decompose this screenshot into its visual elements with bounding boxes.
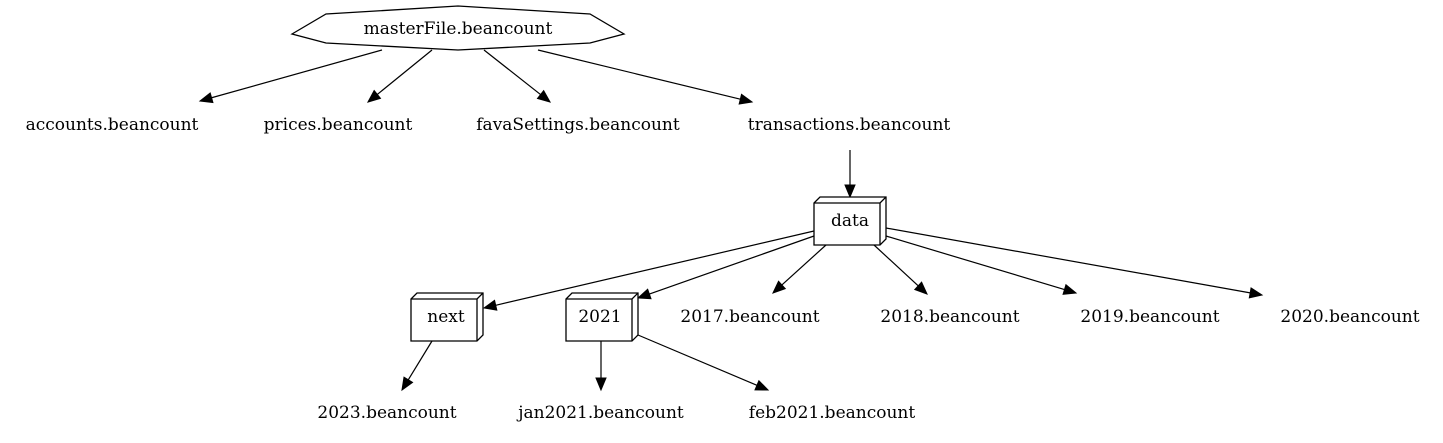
edge-data-to-next bbox=[495, 230, 815, 306]
node-2023: 2023.beancount bbox=[317, 403, 456, 423]
node-prices: prices.beancount bbox=[264, 115, 413, 135]
arrowhead-master-to-accounts bbox=[198, 92, 214, 104]
edge-data-to-y2017 bbox=[781, 244, 827, 286]
arrowhead-data-to-y2019 bbox=[1062, 283, 1078, 295]
master-label: masterFile.beancount bbox=[364, 19, 553, 39]
node-2017: 2017.beancount bbox=[680, 307, 819, 327]
node-data: data bbox=[813, 196, 887, 246]
data-box-shape bbox=[813, 196, 887, 246]
node-feb2021: feb2021.beancount bbox=[749, 403, 916, 423]
arrowhead-data-to-y2017 bbox=[772, 280, 787, 294]
arrowhead-data-to-y2020 bbox=[1248, 287, 1264, 299]
arrowhead-data-to-y2021 bbox=[636, 288, 652, 300]
arrowhead-y2021-to-feb2021 bbox=[754, 379, 770, 391]
arrowhead-next-to-y2023 bbox=[401, 376, 414, 392]
node-jan2021: jan2021.beancount bbox=[516, 403, 684, 423]
edge-data-to-y2018 bbox=[873, 244, 919, 287]
edge-master-to-prices bbox=[376, 49, 433, 95]
edge-master-to-fava bbox=[483, 49, 541, 96]
node-transactions: transactions.beancount bbox=[748, 115, 951, 135]
edge-master-to-accounts bbox=[211, 49, 383, 99]
node-2019: 2019.beancount bbox=[1080, 307, 1219, 327]
edge-y2021-to-feb2021 bbox=[637, 334, 758, 386]
arrowhead-master-to-transactions bbox=[738, 93, 754, 105]
node-2021: 2021 bbox=[565, 292, 639, 342]
arrowhead-master-to-prices bbox=[366, 89, 382, 103]
y2021-label: 2021 bbox=[578, 307, 621, 327]
node-next: next bbox=[410, 292, 484, 342]
next-box-shape bbox=[410, 292, 484, 342]
edge-data-to-y2021 bbox=[649, 235, 815, 295]
edge-data-to-y2020 bbox=[885, 227, 1251, 294]
arrowhead-y2021-to-jan2021 bbox=[595, 377, 607, 392]
node-2020: 2020.beancount bbox=[1280, 307, 1419, 327]
arrowhead-transactions-to-data bbox=[844, 184, 856, 199]
next-label: next bbox=[427, 307, 465, 327]
edge-master-to-transactions bbox=[537, 49, 741, 100]
node-master: masterFile.beancount bbox=[290, 5, 626, 51]
node-accounts: accounts.beancount bbox=[26, 115, 199, 135]
node-fava: favaSettings.beancount bbox=[476, 115, 680, 135]
master-octagon-shape bbox=[290, 5, 626, 51]
arrowhead-data-to-y2018 bbox=[913, 281, 928, 295]
arrowhead-data-to-next bbox=[482, 299, 498, 311]
node-2018: 2018.beancount bbox=[880, 307, 1019, 327]
edges bbox=[198, 49, 1264, 392]
data-label: data bbox=[831, 211, 869, 231]
arrowhead-master-to-fava bbox=[536, 89, 552, 103]
edge-data-to-y2019 bbox=[885, 235, 1065, 291]
edge-next-to-y2023 bbox=[407, 340, 433, 381]
y2021-box-shape bbox=[565, 292, 639, 342]
